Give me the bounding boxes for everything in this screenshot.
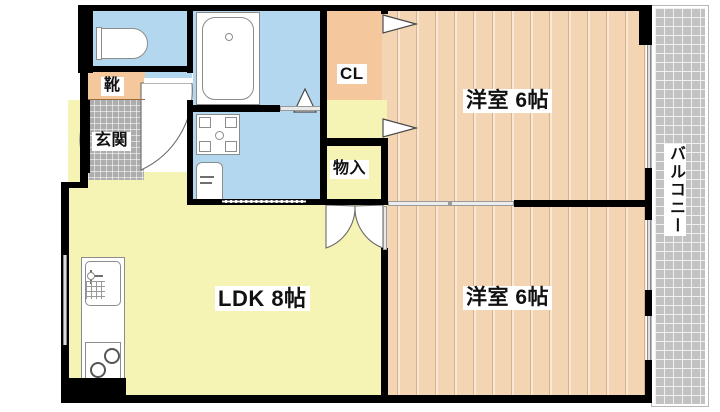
genkan-label: 玄関: [92, 132, 132, 151]
wall-left-window-ldk: [63, 255, 67, 345]
closet-cl-label: CL: [337, 64, 367, 84]
genkan-inner-door-swing: [140, 82, 194, 174]
entrance-door-leaf: [86, 99, 90, 173]
bedroom-divider-door-center: [448, 201, 452, 206]
wall-right-bottom: [645, 360, 652, 403]
kitchen-sink-drain: [87, 272, 95, 280]
wall-bedroom-left-lower: [381, 248, 388, 398]
toilet-fixture: [101, 28, 148, 59]
wall-right-mid-upper: [645, 168, 652, 220]
bedroom-top-label: 洋室 6帖: [463, 89, 553, 114]
bathtub-drain: [225, 33, 233, 41]
balcony-label: バルコニー: [664, 144, 686, 236]
washer-pan-corner-bl: [199, 141, 211, 152]
washer-pan-corner-tl: [199, 117, 211, 128]
ldk-label: LDK 8帖: [215, 286, 310, 312]
wall-hall-top: [144, 78, 193, 83]
wall-top-right: [326, 5, 651, 11]
wall-bottom-kitchen-block: [68, 378, 126, 396]
washbasin-spout: [200, 182, 212, 184]
bedroom-bottom-label: 洋室 6帖: [463, 286, 553, 311]
closet-top-door-marker: [382, 14, 418, 34]
wall-toilet-right: [187, 5, 193, 73]
window-bedroom-bottom-2: [647, 316, 651, 360]
wall-top-left: [78, 5, 326, 11]
stove-burner-1: [104, 348, 120, 364]
bathtub-fixture: [202, 17, 254, 100]
wall-washroom-left: [187, 100, 193, 205]
wall-left-genkan: [80, 72, 88, 182]
window-bedroom-top: [647, 45, 651, 168]
wall-cl-left: [320, 5, 327, 205]
wall-genkan-ldk-jog: [61, 182, 88, 188]
window-bedroom-bottom: [647, 220, 651, 290]
washer-pan-drain: [215, 131, 224, 140]
wall-right-mid-lower: [645, 290, 652, 316]
closet-bottom-door-marker: [382, 118, 418, 138]
ldk-double-door-swing: [325, 204, 385, 250]
wall-cl-right-upper: [381, 5, 388, 14]
wall-toilet-bottom: [88, 66, 193, 72]
kitchen-drainboard: [86, 281, 105, 299]
kitchen-faucet-head: [91, 275, 103, 277]
wall-storage-right: [381, 138, 388, 205]
washbasin-faucet: [200, 176, 214, 178]
washer-pan-corner-tr: [225, 117, 237, 128]
wall-storage-bottom: [320, 199, 388, 205]
stove-burner-2: [90, 362, 106, 378]
wall-bedroom-divider: [514, 200, 651, 207]
wall-bedroom-top-stub: [639, 11, 647, 45]
bedroom-left-door-sliding: [383, 206, 387, 250]
wall-bath-bottom: [193, 105, 280, 112]
wall-cl-storage-divider: [320, 138, 388, 146]
wall-bottom: [61, 395, 651, 403]
storage-label: 物入: [330, 160, 370, 179]
toilet-tank: [96, 27, 102, 60]
shoebox-label: 靴: [101, 77, 124, 96]
wall-right-top: [645, 5, 652, 45]
wall-left-toilet: [78, 5, 93, 73]
washroom-door-threshold: [222, 200, 306, 203]
washer-pan-corner-br: [225, 141, 237, 152]
shoebox-bottom-line: [88, 99, 145, 100]
